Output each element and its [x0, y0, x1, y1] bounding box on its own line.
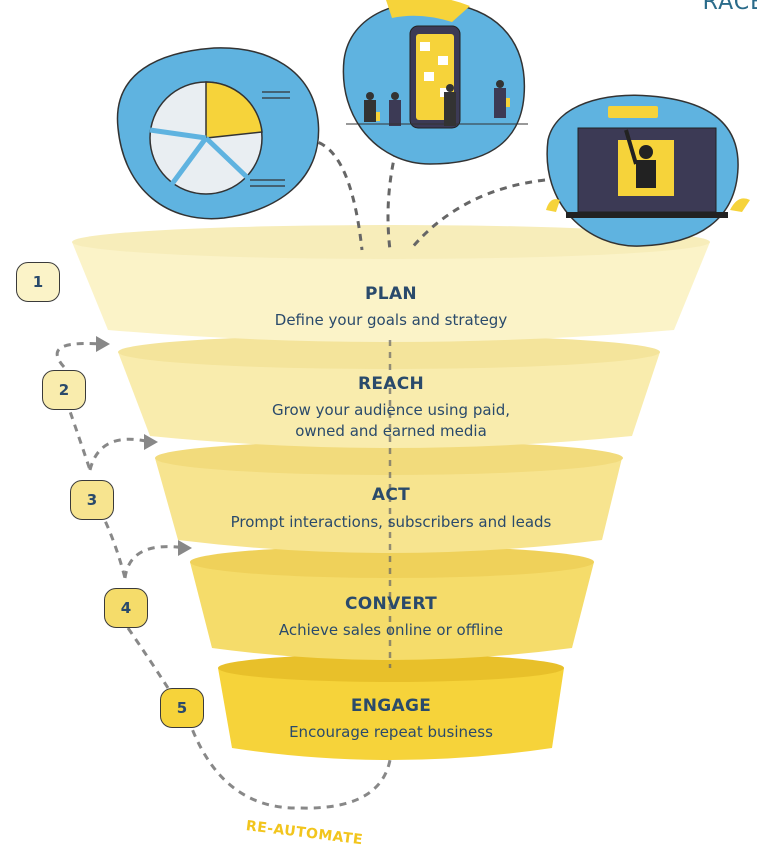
funnel-layer-convert	[190, 546, 594, 660]
stage-desc-engage: Encourage repeat business	[289, 723, 493, 741]
step-badge-1: 1	[16, 262, 60, 302]
stage-desc-convert: Achieve sales online or offline	[278, 621, 504, 639]
stage-title-reach: REACH	[357, 374, 425, 394]
pie-chart-illustration	[116, 47, 320, 220]
illustration-connectors	[305, 138, 546, 251]
arrowhead-4	[178, 540, 192, 556]
stage-desc-act: Prompt interactions, subscribers and lea…	[230, 513, 552, 531]
corner-title: RACE	[702, 0, 757, 15]
step-badge-4: 4	[104, 588, 148, 628]
arrowhead-2	[96, 336, 110, 352]
funnel-layer-plan	[72, 225, 710, 342]
funnel-layer-act	[155, 441, 623, 553]
laptop-presenter-illustration	[546, 94, 750, 247]
stage-title-convert: CONVERT	[345, 594, 437, 614]
arrowhead-3	[144, 434, 158, 450]
step-badge-5: 5	[160, 688, 204, 728]
stage-desc-reach-line1: Grow your audience using paid,	[272, 401, 510, 419]
step-badge-2: 2	[42, 370, 86, 410]
stage-title-engage: ENGAGE	[350, 696, 432, 716]
stage-title-act: ACT	[371, 485, 411, 505]
stage-desc-plan: Define your goals and strategy	[274, 311, 508, 329]
stage-desc-reach-line2: owned and earned media	[295, 422, 487, 440]
phone-team-illustration	[342, 0, 528, 165]
step-badge-3: 3	[70, 480, 114, 520]
stage-title-plan: PLAN	[365, 284, 417, 304]
